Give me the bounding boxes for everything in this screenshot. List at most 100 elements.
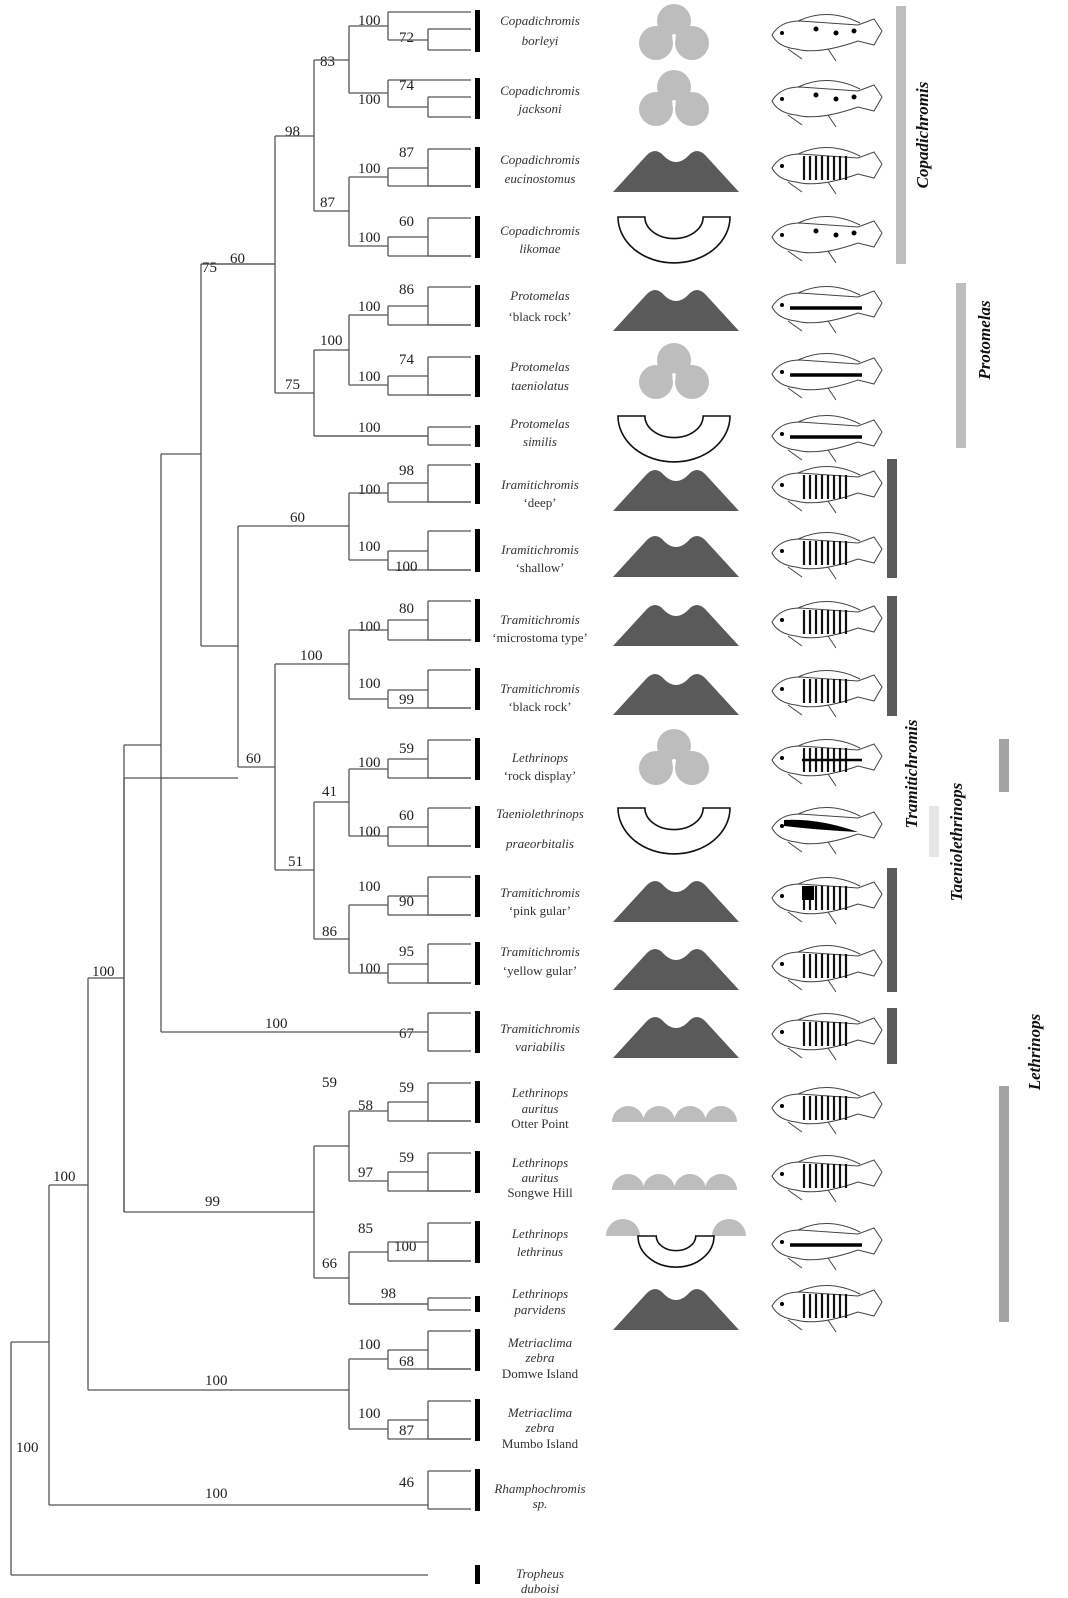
spot — [851, 230, 857, 236]
sand-lobe — [675, 365, 709, 399]
taxon-locality: Mumbo Island — [502, 1436, 579, 1451]
fins — [787, 114, 837, 128]
taxon-genus: Protomelas — [509, 288, 569, 303]
arch — [606, 1219, 640, 1236]
fins — [787, 773, 837, 787]
dorsal-fin — [797, 465, 861, 476]
sand-lobe — [675, 26, 709, 60]
fish-body — [771, 536, 883, 570]
taxon-genus: Copadichromis — [500, 223, 580, 238]
arch — [643, 1106, 675, 1122]
fish-sketch-icon — [771, 1284, 883, 1333]
taxon-genus: Rhamphochromis — [493, 1481, 585, 1496]
support-value: 100 — [300, 648, 323, 664]
tip-bar — [475, 1011, 480, 1053]
dorsal-fin — [797, 146, 861, 157]
tip-bar — [475, 10, 480, 52]
fish-eye — [780, 756, 784, 760]
dorsal-fin — [797, 1284, 861, 1295]
fish-body — [771, 1289, 883, 1323]
taxon-genus: Lethrinops — [511, 1155, 568, 1170]
dorsal-fin — [797, 414, 861, 425]
support-value: 74 — [399, 78, 415, 94]
support-value: 100 — [358, 299, 381, 315]
fish-eye — [780, 483, 784, 487]
taxon-genus: Taeniolethrinops — [496, 806, 584, 821]
fish-sketch-icon — [771, 465, 883, 514]
fins — [787, 500, 837, 514]
support-value: 60 — [246, 751, 261, 767]
fish-eye — [780, 1030, 784, 1034]
fish-eye — [780, 1240, 784, 1244]
taxon-epithet: ‘deep’ — [523, 495, 556, 510]
support-value: 58 — [358, 1098, 373, 1114]
dorsal-fin — [797, 1222, 861, 1233]
fish-eye — [780, 432, 784, 436]
taxon-genus: Copadichromis — [500, 83, 580, 98]
taxon-epithet: ‘black rock’ — [508, 699, 571, 714]
dorsal-fin — [797, 531, 861, 542]
fish-body — [771, 605, 883, 639]
spot — [833, 96, 839, 102]
fins — [787, 387, 837, 401]
spot — [813, 26, 819, 32]
taxon-epithet: eucinostomus — [505, 171, 576, 186]
fish-eye — [780, 233, 784, 237]
taxon-epithet: sp. — [533, 1496, 548, 1511]
spot — [813, 228, 819, 234]
fish-eye — [780, 894, 784, 898]
taxon-genus: Tropheus — [516, 1566, 564, 1581]
rock-shape — [613, 535, 739, 577]
support-value: 95 — [399, 944, 414, 960]
habitat-arches-icon — [612, 1174, 737, 1190]
habitat-rock-icon — [613, 604, 739, 646]
rock-shape — [613, 880, 739, 922]
fish-sketch-icon — [771, 215, 883, 264]
taxon-epithet: borleyi — [522, 33, 559, 48]
fish-sketch-icon — [771, 414, 883, 463]
taxon-locality: Otter Point — [511, 1116, 569, 1131]
tip-bar — [475, 806, 480, 848]
fish-sketch-icon — [771, 285, 883, 334]
taxon-epithet: auritus — [522, 1101, 559, 1116]
fish-body — [771, 84, 883, 118]
fish-body — [771, 1091, 883, 1125]
fish-eye — [780, 1172, 784, 1176]
taxon-epithet: ‘black rock’ — [508, 309, 571, 324]
support-value: 87 — [320, 195, 336, 211]
taxon-genus: Tramitichromis — [500, 944, 580, 959]
dorsal-fin — [797, 352, 861, 363]
fish-body — [771, 743, 883, 777]
dorsal-fin — [797, 738, 861, 749]
habitat-mixed-icon — [606, 1219, 746, 1236]
tip-bar — [475, 1399, 480, 1441]
tip-bar — [475, 875, 480, 917]
spot — [851, 94, 857, 100]
support-value: 72 — [399, 30, 414, 46]
fish-sketch-icon — [771, 1154, 883, 1203]
fish-sketch-icon — [771, 600, 883, 649]
support-value: 59 — [399, 741, 414, 757]
taxon-genus: Tramitichromis — [500, 612, 580, 627]
arch — [612, 1174, 644, 1190]
support-value: 100 — [358, 619, 381, 635]
taxon-genus: Metriaclima — [507, 1405, 573, 1420]
fish-body — [771, 470, 883, 504]
taxon-genus: Lethrinops — [511, 1226, 568, 1241]
tip-bar — [475, 285, 480, 327]
support-value: 87 — [399, 145, 415, 161]
genus-label-taeniolethrinops: Taeniolethrinops — [947, 782, 966, 901]
sand-lobe — [639, 92, 673, 126]
taxon-genus: Copadichromis — [500, 152, 580, 167]
fins — [787, 1121, 837, 1135]
fins — [787, 979, 837, 993]
taxon-genus: Tramitichromis — [500, 681, 580, 696]
fish-eye — [780, 370, 784, 374]
tip-bar — [475, 942, 480, 985]
fish-sketch-icon — [771, 1222, 883, 1271]
genus-label-lethrinops: Lethrinops — [1025, 1013, 1044, 1091]
habitat-intermediate-icon — [617, 415, 731, 463]
tip-bar — [475, 1469, 480, 1511]
